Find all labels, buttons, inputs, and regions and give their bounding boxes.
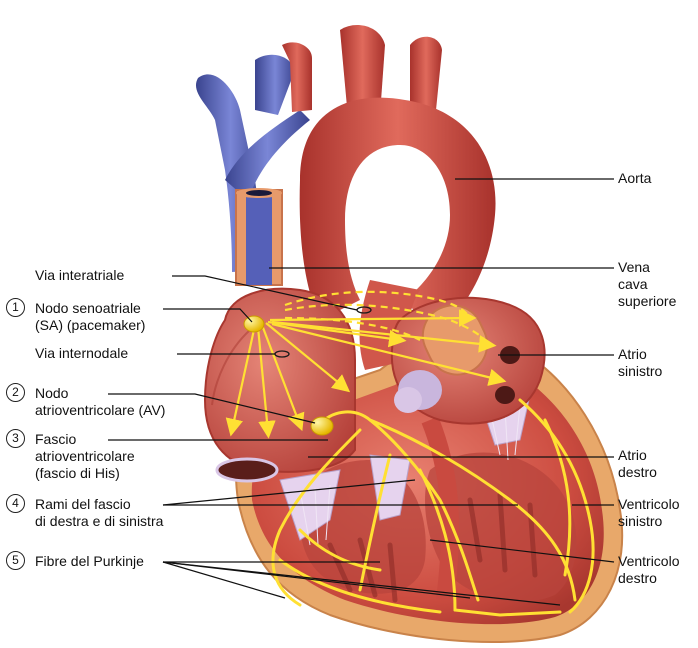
label-aorta: Aorta xyxy=(618,170,652,186)
label-rami-del-fascio: Rami del fascio di destra e di sinistra xyxy=(35,496,163,530)
label-fascio-line2: atrioventricolare xyxy=(35,448,135,464)
interventricular-septum xyxy=(421,416,459,602)
label-vena-line3: superiore xyxy=(618,293,677,309)
label-atrio-sin-line1: Atrio xyxy=(618,346,647,362)
label-vena-line1: Vena xyxy=(618,259,650,275)
label-atrio-des-line2: destro xyxy=(618,464,657,480)
label-nodo-av-line1: Nodo xyxy=(35,385,69,401)
label-ventricolo-destro: Ventricolo destro xyxy=(618,553,679,587)
aorta xyxy=(282,25,496,370)
label-atrio-sin-line2: sinistro xyxy=(618,363,663,379)
coronary-sinus-opening xyxy=(215,457,279,483)
label-vena-cava-superiore: Vena cava superiore xyxy=(618,259,676,310)
number-badge-2: 2 xyxy=(6,383,25,402)
label-nodo-av-line2: atrioventricolare (AV) xyxy=(35,402,166,418)
label-rami-line2: di destra e di sinistra xyxy=(35,513,164,529)
label-rami-line1: Rami del fascio xyxy=(35,496,131,512)
label-atrio-destro: Atrio destro xyxy=(618,447,657,481)
label-via-interatriale: Via interatriale xyxy=(35,267,125,283)
number-badge-4: 4 xyxy=(6,494,25,513)
number-badge-3: 3 xyxy=(6,429,25,448)
number-badge-5: 5 xyxy=(6,551,25,570)
label-fascio-line1: Fascio xyxy=(35,431,77,447)
label-ventricolo-des-line2: destro xyxy=(618,570,657,586)
sa-node xyxy=(243,315,265,333)
number-badge-1: 1 xyxy=(6,298,25,317)
label-atrio-des-line1: Atrio xyxy=(618,447,647,463)
left-atrium xyxy=(390,296,546,425)
label-atrio-sinistro: Atrio sinistro xyxy=(618,346,662,380)
label-nodo-senoatriale: Nodo senoatriale (SA) (pacemaker) xyxy=(35,300,145,334)
right-atrium xyxy=(203,287,356,483)
label-nodo-atrioventricolare: Nodo atrioventricolare (AV) xyxy=(35,385,165,419)
label-fascio-line3: (fascio di His) xyxy=(35,465,120,481)
label-ventricolo-sin-line1: Ventricolo xyxy=(618,496,680,512)
label-vena-line2: cava xyxy=(618,276,648,292)
label-nodo-sa-line1: Nodo senoatriale xyxy=(35,300,141,316)
label-fascio-atrioventricolare: Fascio atrioventricolare (fascio di His) xyxy=(35,431,135,482)
label-via-internodale: Via internodale xyxy=(35,345,129,361)
superior-vena-cava xyxy=(195,54,310,286)
av-node xyxy=(310,416,334,436)
label-nodo-sa-line2: (SA) (pacemaker) xyxy=(35,317,146,333)
label-ventricolo-sin-line2: sinistro xyxy=(618,513,663,529)
label-ventricolo-des-line1: Ventricolo xyxy=(618,553,680,569)
leader-lines xyxy=(108,178,615,606)
label-ventricolo-sinistro: Ventricolo sinistro xyxy=(618,496,679,530)
label-fibre-del-purkinje: Fibre del Purkinje xyxy=(35,553,144,569)
